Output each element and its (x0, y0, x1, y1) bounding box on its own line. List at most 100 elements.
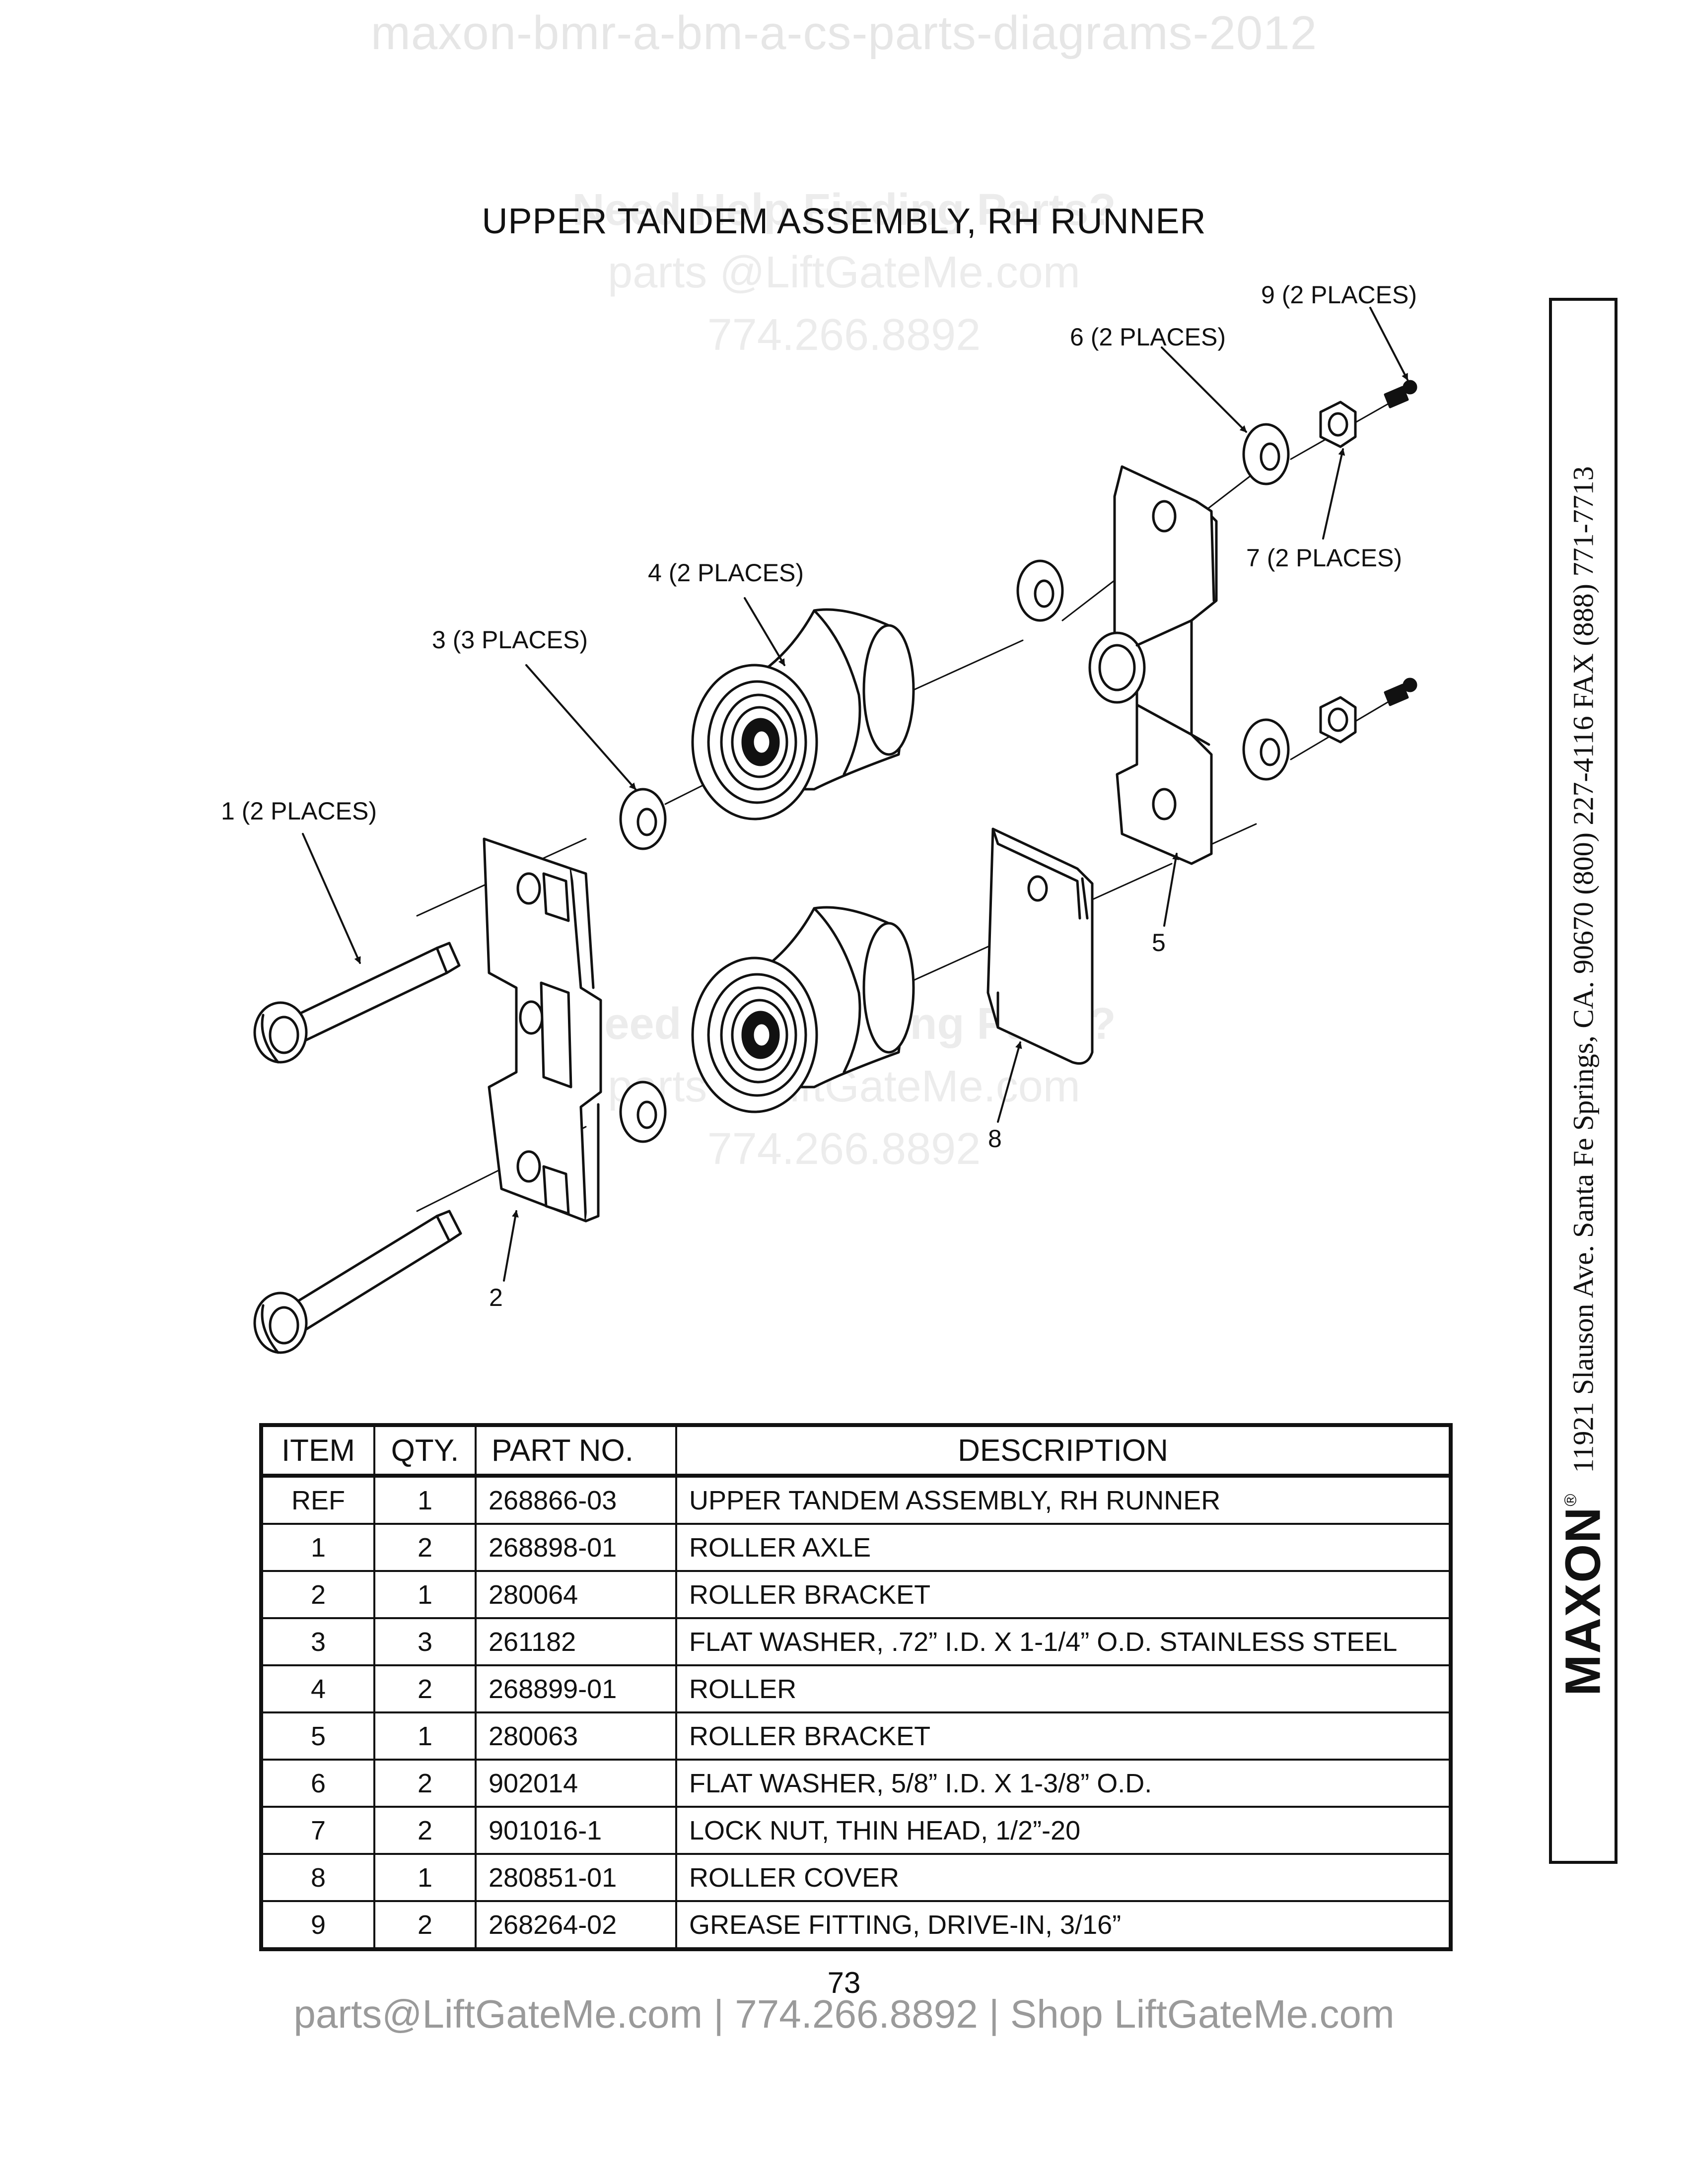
roller-cover (986, 827, 1094, 1065)
sidebar-rotated-text: MAXON® 11921 Slauson Ave. Santa Fe Spring… (1555, 312, 1612, 1850)
page-title: UPPER TANDEM ASSEMBLY, RH RUNNER (482, 202, 1206, 241)
grease-fitting-lower (1384, 678, 1417, 706)
cell-qty: 1 (373, 1570, 477, 1619)
cell-item: 8 (260, 1853, 375, 1902)
cell-qty: 2 (373, 1523, 477, 1572)
cell-part-no: 268898-01 (475, 1523, 677, 1572)
cell-qty: 3 (373, 1617, 477, 1666)
callout-9: 9 (2 PLACES) (1261, 281, 1417, 309)
cell-qty: 1 (373, 1475, 477, 1525)
cell-part-no: 268899-01 (475, 1664, 677, 1713)
callout-8: 8 (988, 1125, 1002, 1153)
table-header-row: ITEM QTY. PART NO. DESCRIPTION (260, 1424, 1452, 1477)
leader-2 (503, 1210, 519, 1282)
cell-part-no: 901016-1 (475, 1806, 677, 1855)
header-item: ITEM (260, 1424, 375, 1477)
flat-washer-right-lower (1242, 718, 1290, 781)
cell-part-no: 261182 (475, 1617, 677, 1666)
registered-mark: ® (1561, 1493, 1580, 1506)
roller-lower (691, 906, 915, 1113)
lock-nut-upper (1319, 401, 1357, 448)
leader-5 (1163, 853, 1179, 927)
cell-qty: 1 (373, 1711, 477, 1761)
page-number: 73 (827, 1966, 861, 1999)
leader-4 (744, 597, 785, 666)
watermark-help-title: Need Help Finding Parts? (572, 185, 1116, 235)
cell-item: 7 (260, 1806, 375, 1855)
cell-description: ROLLER COVER (675, 1853, 1452, 1902)
cell-description: FLAT WASHER, 5/8” I.D. X 1-3/8” O.D. (675, 1759, 1452, 1808)
flat-washer-lower-left (619, 1081, 667, 1143)
cell-description: GREASE FITTING, DRIVE-IN, 3/16” (675, 1900, 1452, 1950)
leader-7 (1322, 448, 1345, 540)
watermark-help-phone: 774.266.8892 (707, 1124, 981, 1174)
flat-washer-upper-right (1016, 559, 1064, 622)
header-qty: QTY. (373, 1424, 477, 1477)
callout-4: 4 (2 PLACES) (648, 559, 804, 587)
roller-bracket-left (483, 837, 602, 1223)
watermark-help-phone: 774.266.8892 (707, 310, 981, 360)
callout-6: 6 (2 PLACES) (1070, 323, 1226, 351)
cell-part-no: 280063 (475, 1711, 677, 1761)
cell-description: UPPER TANDEM ASSEMBLY, RH RUNNER (675, 1475, 1452, 1525)
header-part-no: PART NO. (475, 1424, 677, 1477)
cell-description: LOCK NUT, THIN HEAD, 1/2”-20 (675, 1806, 1452, 1855)
header-description: DESCRIPTION (675, 1424, 1452, 1477)
roller-upper (691, 608, 915, 820)
roller-axle-lower (253, 1210, 462, 1354)
company-address: 11921 Slauson Ave. Santa Fe Springs, CA.… (1567, 466, 1600, 1473)
cell-qty: 1 (373, 1853, 477, 1902)
cell-item: 5 (260, 1711, 375, 1761)
cell-part-no: 902014 (475, 1759, 677, 1808)
cell-description: ROLLER AXLE (675, 1523, 1452, 1572)
flat-washer-upper-left (619, 788, 667, 850)
watermark-top: maxon-bmr-a-bm-a-cs-parts-diagrams-2012 (370, 6, 1318, 60)
cell-part-no: 268866-03 (475, 1475, 677, 1525)
cell-part-no: 280064 (475, 1570, 677, 1619)
sidebar-company-info: MAXON® 11921 Slauson Ave. Santa Fe Spring… (1549, 298, 1618, 1864)
roller-axle-upper (253, 942, 461, 1064)
watermark-help-upper: Need Help Finding Parts? parts @LiftGate… (496, 179, 1192, 366)
cell-item: 6 (260, 1759, 375, 1808)
cell-item: 4 (260, 1664, 375, 1713)
callout-2: 2 (489, 1284, 503, 1311)
leader-lines (302, 307, 1408, 1282)
grease-fitting-upper (1384, 380, 1417, 409)
cell-description: ROLLER BRACKET (675, 1570, 1452, 1619)
callout-5: 5 (1152, 929, 1166, 956)
cell-item: 3 (260, 1617, 375, 1666)
cell-qty: 2 (373, 1664, 477, 1713)
exploded-parts-diagram (253, 307, 1417, 1354)
callout-3: 3 (3 PLACES) (432, 626, 588, 654)
lock-nut-lower (1319, 696, 1357, 744)
cell-item: REF (260, 1475, 375, 1525)
maxon-logo: MAXON® (1555, 1493, 1611, 1696)
leader-6 (1161, 346, 1247, 433)
cell-part-no: 280851-01 (475, 1853, 677, 1902)
leader-9 (1369, 307, 1408, 381)
leader-1 (302, 833, 361, 964)
footer-contact: parts@LiftGateMe.com | 774.266.8892 | Sh… (293, 1992, 1395, 2036)
cell-qty: 2 (373, 1806, 477, 1855)
cell-qty: 2 (373, 1900, 477, 1950)
roller-bracket-right (1088, 465, 1218, 865)
cell-item: 2 (260, 1570, 375, 1619)
leader-8 (997, 1041, 1022, 1123)
cell-item: 1 (260, 1523, 375, 1572)
watermark-help-email: parts @LiftGateMe.com (608, 248, 1080, 297)
callout-1: 1 (2 PLACES) (221, 797, 377, 825)
callout-7: 7 (2 PLACES) (1246, 544, 1403, 572)
cell-description: ROLLER BRACKET (675, 1711, 1452, 1761)
leader-3 (525, 664, 636, 790)
